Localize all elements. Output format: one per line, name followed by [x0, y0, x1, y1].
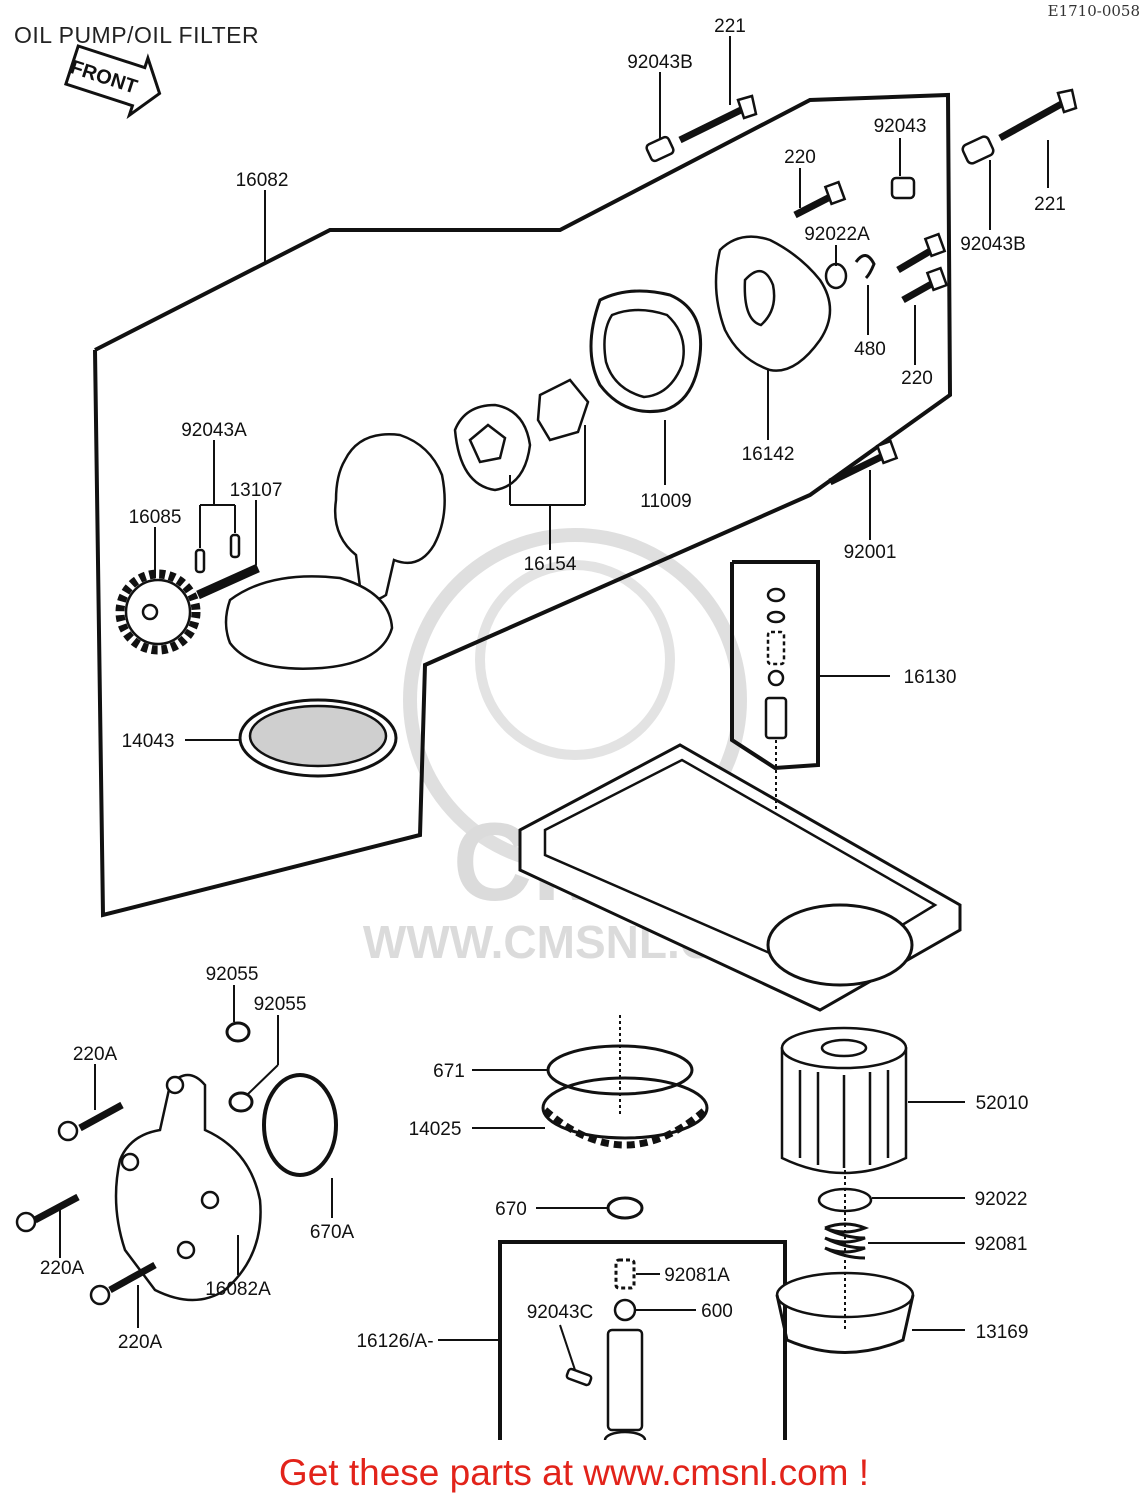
bolt-220A-3-icon [89, 1261, 157, 1306]
bolt-220-top-icon [793, 180, 847, 219]
seal-670-icon [606, 1196, 644, 1220]
o-ring-670A-icon [262, 1073, 338, 1177]
sprocket-16085-icon [115, 569, 201, 655]
o-ring-92055-a-icon [225, 1021, 251, 1043]
label-13169: 13169 [976, 1322, 1029, 1343]
cmsnl-link[interactable]: Get these parts at www.cmsnl.com ! [278, 1452, 870, 1493]
bypass-valve-16126A-icon [603, 1328, 647, 1440]
oil-pump-assembly-outline [93, 92, 953, 918]
label-92055-b: 92055 [254, 994, 307, 1015]
strainer-14043-icon [238, 698, 398, 778]
label-480: 480 [854, 339, 886, 360]
label-11009: 11009 [640, 491, 691, 512]
label-16085: 16085 [129, 507, 182, 528]
label-14043: 14043 [122, 731, 175, 752]
relief-valve-outline [730, 560, 820, 771]
front-arrow-icon: FRONT [63, 44, 162, 120]
bolt-221-right-icon [998, 88, 1078, 142]
bolt-221-top-icon [678, 94, 758, 144]
part-labels: 221 92043B 92043 220 221 16082 92022A 92… [40, 16, 1066, 1353]
pin-92043A-icon [194, 548, 206, 574]
label-92043A: 92043A [181, 420, 247, 441]
o-ring-92055-b-icon [228, 1091, 254, 1113]
label-221-right: 221 [1034, 194, 1066, 215]
label-220-top: 220 [784, 147, 816, 168]
label-92043: 92043 [874, 116, 927, 137]
bolt-92001-icon [828, 439, 899, 486]
scavenge-pump-16082A-icon [114, 1073, 262, 1302]
label-92022A: 92022A [804, 224, 870, 245]
label-92055-a: 92055 [206, 964, 259, 985]
gasket-11009-icon [589, 289, 703, 414]
label-221-top: 221 [714, 16, 746, 37]
label-14025: 14025 [409, 1119, 462, 1140]
label-92022: 92022 [975, 1189, 1028, 1210]
label-16130: 16130 [904, 667, 957, 688]
label-670A: 670A [310, 1222, 355, 1243]
label-671: 671 [433, 1061, 465, 1082]
oil-filter-52010-icon [780, 1026, 908, 1175]
parts-diagram: CMS WWW.CMSNL.COM FRONT [15, 16, 1078, 1440]
bypass-valve-outline [498, 1240, 787, 1440]
label-670: 670 [495, 1199, 527, 1220]
label-13107: 13107 [230, 480, 283, 501]
label-92081A: 92081A [664, 1265, 730, 1286]
bolt-220A-1-icon [57, 1101, 124, 1142]
bolt-220A-2-icon [15, 1193, 80, 1233]
label-92001: 92001 [844, 542, 897, 563]
relief-valve-16130-icon [764, 587, 788, 740]
call-to-action[interactable]: Get these parts at www.cmsnl.com ! [0, 1452, 1148, 1494]
label-92043B-right: 92043B [960, 234, 1026, 255]
spring-92081-icon [824, 1222, 870, 1260]
label-16154: 16154 [524, 554, 577, 575]
label-600: 600 [701, 1301, 733, 1322]
label-220A-3: 220A [118, 1332, 163, 1353]
cover-14025-icon [541, 1076, 709, 1149]
clip-480-icon [854, 254, 876, 280]
collar-92043-icon [890, 176, 916, 200]
collar-92043B-top-icon [645, 135, 675, 163]
label-92081: 92081 [975, 1234, 1028, 1255]
label-16082: 16082 [236, 170, 289, 191]
rotor-16154-icon [453, 378, 590, 492]
label-52010: 52010 [976, 1093, 1029, 1114]
spring-92081A-icon [614, 1258, 636, 1290]
label-92043B-top: 92043B [627, 52, 693, 73]
shaft-13107-icon [196, 563, 260, 600]
label-220-mid: 220 [901, 368, 933, 389]
washer-92022A-icon [824, 262, 848, 290]
ball-600-icon [613, 1298, 637, 1322]
leader-lines [59, 36, 1049, 1371]
page-title: OIL PUMP/OIL FILTER [14, 22, 260, 48]
drawing-code: E1710-0058 [1047, 2, 1140, 20]
bolt-220-mid-icon [896, 232, 949, 304]
pin-92043C-icon [565, 1367, 593, 1387]
label-220A-2: 220A [40, 1258, 85, 1279]
pump-body-16082-icon [334, 433, 446, 602]
label-92043C: 92043C [527, 1302, 594, 1323]
label-16142: 16142 [742, 444, 795, 465]
label-16126A: 16126/A- [356, 1331, 433, 1352]
label-16082A: 16082A [205, 1279, 271, 1300]
label-220A-1: 220A [73, 1044, 118, 1065]
collar-92043B-right-icon [961, 135, 995, 165]
